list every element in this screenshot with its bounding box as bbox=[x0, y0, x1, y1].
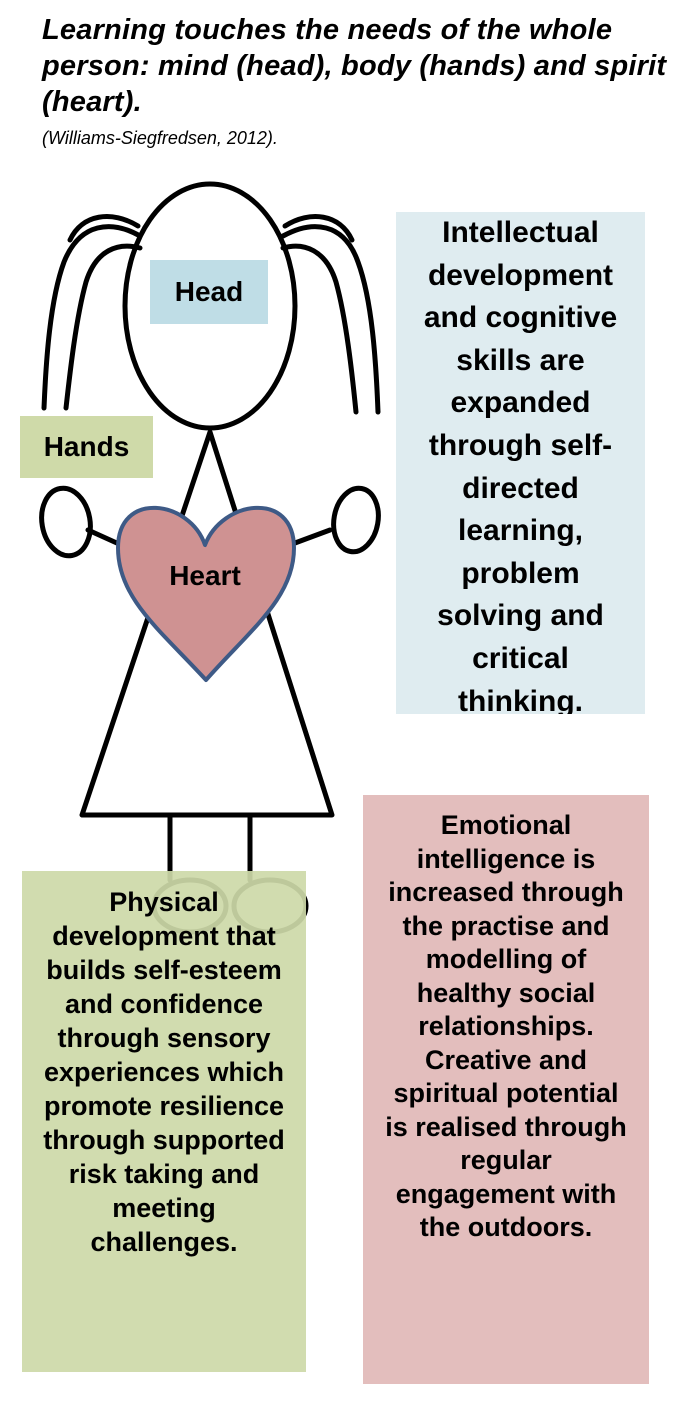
left-hand bbox=[39, 485, 93, 559]
hands-label: Hands bbox=[20, 416, 153, 478]
head-circle bbox=[122, 181, 298, 431]
right-hand bbox=[331, 485, 381, 555]
hands-description: Physical development that builds self-es… bbox=[22, 871, 306, 1372]
right-pigtail bbox=[280, 224, 381, 415]
heart-label: Heart bbox=[169, 560, 241, 591]
dress bbox=[79, 429, 335, 818]
head-description: Intellectual development and cognitive s… bbox=[396, 212, 645, 714]
heart-description: Emotional intelligence is increased thro… bbox=[363, 795, 649, 1384]
heart-shape bbox=[116, 505, 296, 682]
head-label: Head bbox=[150, 260, 268, 324]
left-pigtail bbox=[41, 224, 143, 411]
citation: (Williams-Siegfredsen, 2012). bbox=[42, 128, 278, 148]
diagram-title: Learning touches the needs of the whole … bbox=[42, 14, 667, 118]
